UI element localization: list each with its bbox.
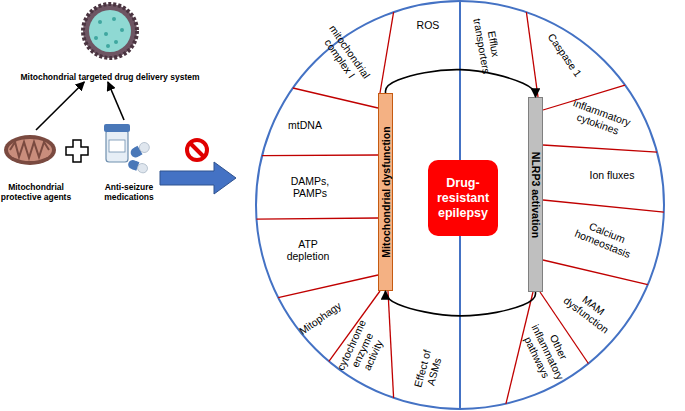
capsule-half [136,162,148,174]
segment-line [543,200,664,212]
center-box: Drug-resistant epilepsy [428,160,498,236]
mitochondrion-icon [4,135,56,165]
node-text: NLRP3 activation [530,151,542,237]
connector-arrow [386,291,536,316]
mitochondrion-inner [8,139,52,161]
segment-lines [257,12,664,404]
node-text: Mitochondrial targeted drug delivery sys… [20,72,199,82]
segment-label: mtDNA [280,119,330,131]
segment-line [293,88,378,108]
segment-line [543,260,648,285]
capsule-half [138,141,152,155]
nanoparticle-shell [83,4,137,58]
segment-line [388,291,394,398]
segment-label: ROS [408,19,448,31]
side-bar: Mitochondrial dysfunction [378,93,393,291]
prohibited-symbol [187,140,207,160]
bottle-label [109,140,125,152]
segment-label: Ion fluxes [582,169,642,181]
dot [112,17,116,21]
mitochondrion-outer [4,135,56,165]
bottle-cap [104,124,130,132]
side-bar: NLRP3 activation [528,97,543,292]
nanoparticle-core [89,10,131,52]
pill-bottle [106,130,128,162]
segment-label: ATP depletion [281,238,336,262]
nanoparticle-icon [83,4,137,58]
illustrated-item: Mitochondrial targeted drug delivery sys… [3,2,217,82]
nanoparticle-dots [94,17,124,48]
segment-line [278,275,378,298]
dot [120,28,124,32]
dot [98,20,102,24]
illustrated-item: Anti-seizure medications [98,120,160,202]
segment-line [262,154,378,156]
prohibited-bar [190,143,204,157]
prohibited-ring [187,140,207,160]
segment-line [380,12,394,93]
segment-line [543,145,657,152]
plus-sign [66,140,88,162]
illustrated-item: Mitochondrial protective agents [0,130,72,202]
outer-circle [256,1,664,409]
connector-arrow [386,70,536,97]
connector-arrow [36,82,84,130]
capsule [127,159,149,174]
segment-label: DAMPs, PAMPs [285,175,335,199]
dot [114,40,118,44]
capsule [129,141,151,160]
node-text: Drug-resistant epilepsy [432,176,494,221]
connector-arrow [108,82,124,120]
block-arrow [160,162,236,194]
dot [94,36,98,40]
node-text: Mitochondrial protective agents [0,182,72,202]
node-text: Mitochondrial dysfunction [380,126,392,257]
pills-icon [104,124,151,174]
dot [106,44,110,48]
dot [104,32,108,36]
segment-line [526,12,538,97]
node-text: Anti-seizure medications [98,182,160,202]
mitochondrion-cristae [10,142,49,158]
segment-line [257,218,379,219]
